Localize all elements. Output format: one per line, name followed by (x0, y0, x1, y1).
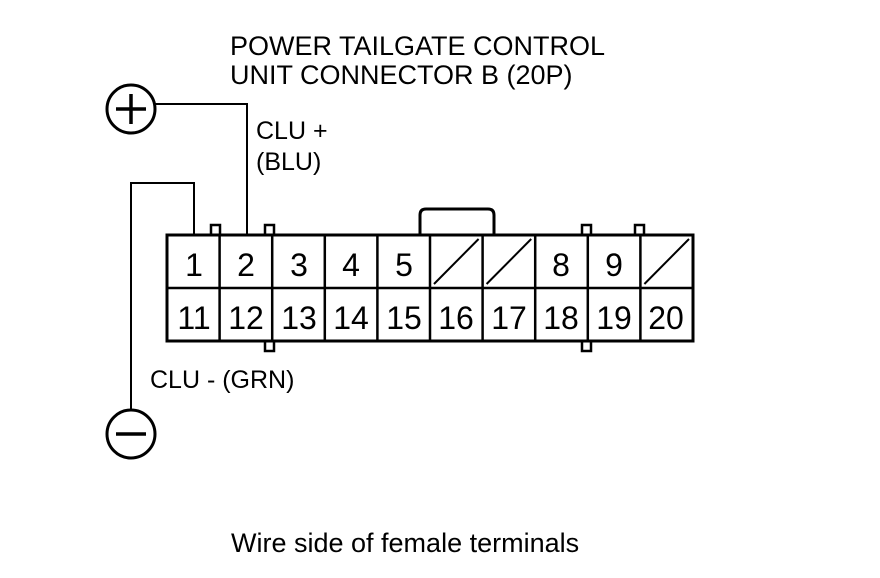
locating-tabs (209, 223, 646, 353)
pin-1: 1 (185, 247, 203, 283)
pin-16: 16 (438, 300, 474, 336)
pin-17: 17 (491, 300, 527, 336)
empty-cavity-slash (433, 238, 480, 285)
diagram-title-line1: POWER TAILGATE CONTROL (230, 31, 605, 61)
diagram-caption: Wire side of female terminals (231, 528, 579, 558)
minus-circle-icon (105, 408, 157, 460)
plus-circle-icon (105, 83, 157, 135)
connector-latch (418, 207, 496, 235)
pin-9: 9 (605, 247, 623, 283)
positive-wire (155, 103, 248, 235)
pin-13: 13 (281, 300, 317, 336)
empty-cavity-marks (433, 238, 690, 285)
negative-wire (130, 182, 195, 410)
pin-12: 12 (228, 300, 264, 336)
pin-8: 8 (552, 247, 570, 283)
pin-3: 3 (290, 247, 308, 283)
pin-18: 18 (543, 300, 579, 336)
clu-plus-color-label: (BLU) (256, 148, 321, 176)
pin-4: 4 (342, 247, 360, 283)
pin-20: 20 (648, 300, 684, 336)
pin-15: 15 (386, 300, 422, 336)
empty-cavity-slash (643, 238, 690, 285)
diagram-title-line2: UNIT CONNECTOR B (20P) (230, 60, 573, 90)
connector-cell-dividers (218, 235, 642, 341)
clu-minus-label: CLU - (GRN) (150, 366, 294, 394)
clu-plus-label: CLU + (256, 117, 328, 145)
pin-5: 5 (395, 247, 413, 283)
pin-11: 11 (177, 300, 210, 336)
pin-14: 14 (333, 300, 369, 336)
pin-19: 19 (596, 300, 632, 336)
pin-2: 2 (237, 247, 255, 283)
empty-cavity-slash (485, 238, 532, 285)
